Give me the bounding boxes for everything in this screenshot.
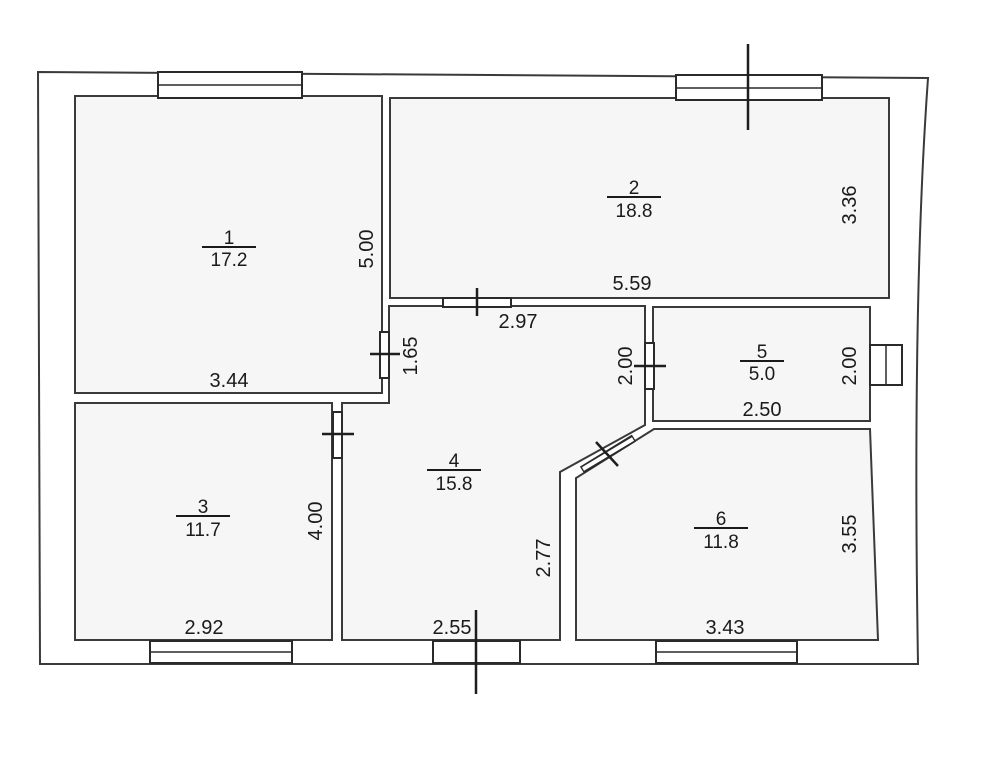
- door-room-1: [370, 331, 400, 379]
- room-number-1: 1: [224, 228, 235, 249]
- room-number-2: 2: [629, 178, 640, 199]
- room-3: [74, 402, 333, 641]
- dim-room4-width: 2.55: [433, 617, 472, 639]
- window-top-right: [675, 44, 823, 130]
- door-room-2: [442, 288, 512, 316]
- dim-room6-height: 3.55: [839, 515, 861, 554]
- room-1: [74, 95, 383, 394]
- dim-room4-top: 2.97: [499, 311, 538, 333]
- window-bottom-middle: [432, 610, 521, 694]
- dim-room4-right-height: 2.77: [533, 539, 555, 578]
- room-area-4: 15.8: [436, 474, 473, 495]
- dim-room6-width: 3.43: [706, 617, 745, 639]
- dim-room5-left-height: 2.00: [615, 347, 637, 386]
- room-number-6: 6: [716, 509, 727, 530]
- room-area-6: 11.8: [703, 532, 739, 553]
- window-bottom-left: [149, 640, 293, 664]
- door-room-6: [579, 434, 637, 474]
- room-area-2: 18.8: [616, 201, 653, 222]
- room-number-4: 4: [449, 451, 460, 472]
- room-5: [652, 306, 871, 422]
- dim-room1-width: 3.44: [210, 370, 249, 392]
- door-room-5: [634, 342, 666, 390]
- room-number-3: 3: [198, 497, 209, 518]
- dim-room2-width: 5.59: [613, 273, 652, 295]
- dim-room5-width: 2.50: [743, 399, 782, 421]
- dim-room3-height: 4.00: [305, 502, 327, 541]
- dim-room2-height: 3.36: [839, 186, 861, 225]
- door-room-3: [322, 411, 354, 459]
- dim-room3-width: 2.92: [185, 617, 224, 639]
- room-number-5: 5: [757, 342, 768, 363]
- room-area-1: 17.2: [211, 250, 248, 271]
- dim-room5-right-height: 2.00: [839, 347, 861, 386]
- room-area-3: 11.7: [185, 520, 221, 541]
- window-bottom-right: [655, 640, 798, 664]
- room-area-5: 5.0: [749, 364, 775, 385]
- window-top-left: [157, 71, 303, 99]
- window-right: [869, 344, 903, 386]
- dim-room1-height: 5.00: [356, 230, 378, 269]
- dim-room4-left-height: 1.65: [400, 337, 422, 376]
